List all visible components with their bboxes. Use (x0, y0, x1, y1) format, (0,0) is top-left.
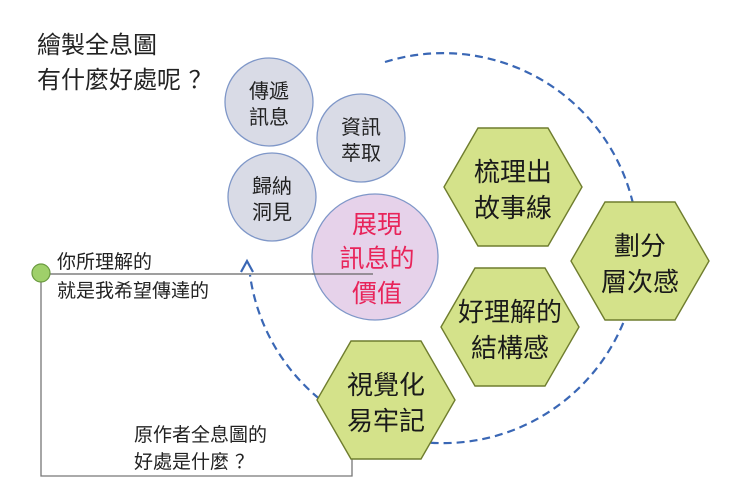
hexagon-label: 劃分 (614, 232, 666, 262)
hexagon-shape (443, 127, 583, 247)
start-dot (31, 263, 51, 283)
circle-label: 傳遞 (249, 79, 289, 103)
circle-label: 洞見 (252, 200, 292, 224)
hexagon-label: 易牢記 (347, 407, 425, 437)
circle-label: 資訊 (341, 115, 381, 139)
connector-line-bracket (40, 274, 353, 477)
note-understanding-line-2: 就是我希望傳達的 (57, 280, 209, 302)
circle-transmit: 傳遞 訊息 (224, 57, 314, 147)
title-line-2: 有什麼好處呢 ？ (37, 66, 213, 94)
circle-insight: 歸納 洞見 (227, 152, 317, 242)
title-line-1: 繪製全息圖 (37, 31, 157, 59)
arrow-head-icon (240, 258, 254, 273)
hexagon-label: 梳理出 (474, 158, 552, 188)
center-label: 價值 (352, 279, 402, 308)
hexagon-label: 視覺化 (347, 371, 425, 401)
circle-label: 訊息 (249, 105, 289, 129)
note-question-line-2: 好處是什麼 ？ (134, 451, 254, 473)
circle-label: 萃取 (341, 141, 381, 165)
circle-label: 歸納 (252, 174, 292, 198)
note-understanding-line-1: 你所理解的 (57, 251, 152, 273)
center-label: 訊息的 (339, 244, 414, 273)
hexagon-shape (440, 267, 580, 387)
hexagon-label: 故事線 (474, 194, 552, 224)
hexagon-label: 好理解的 (458, 298, 562, 328)
hexagon-label: 結構感 (471, 334, 549, 364)
note-question-line-1: 原作者全息圖的 (134, 424, 267, 446)
hexagon-shape (570, 201, 710, 321)
center-label: 展現 (352, 210, 402, 239)
hexagon-label: 層次感 (601, 268, 679, 298)
center-circle-value: 展現 訊息的 價值 (311, 193, 439, 321)
hexagon-shape (316, 340, 456, 460)
circle-extract: 資訊 萃取 (316, 93, 406, 183)
